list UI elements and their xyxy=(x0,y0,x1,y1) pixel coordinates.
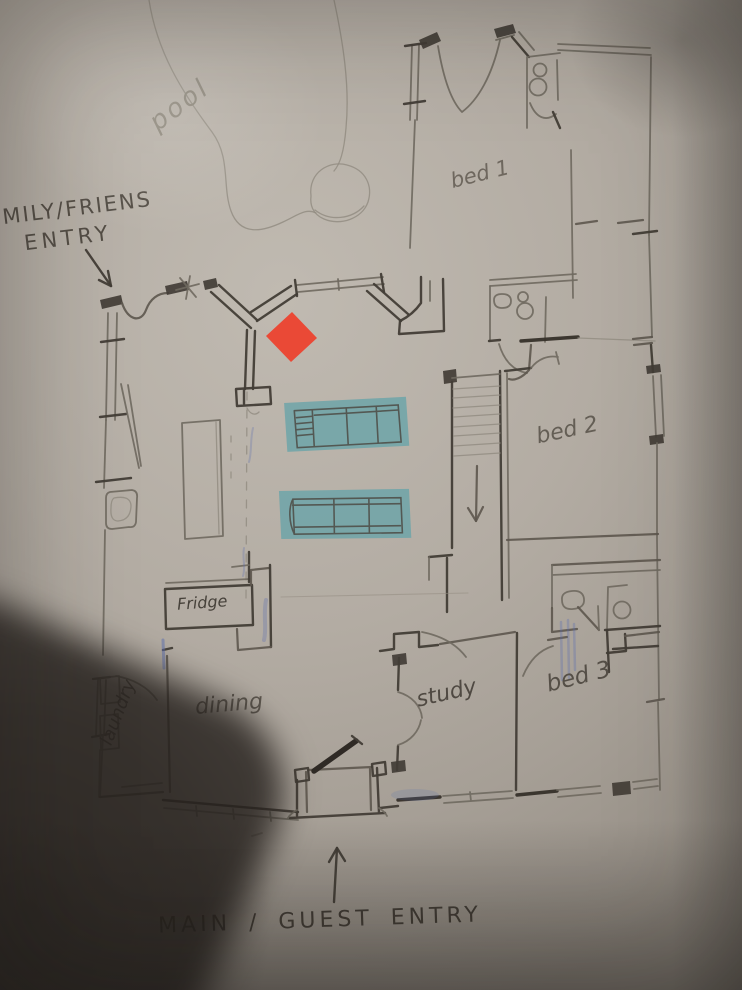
family-entry-arrow-icon xyxy=(84,248,113,288)
bed2-walls xyxy=(503,351,660,542)
red-diamond-marker xyxy=(266,312,317,362)
right-outer-wall xyxy=(631,335,666,791)
couch-highlight-1 xyxy=(284,396,410,452)
ensuite-sink-icon xyxy=(561,590,585,610)
couch-highlight-2 xyxy=(278,488,412,540)
stairs xyxy=(427,369,510,614)
study-walls xyxy=(378,630,517,804)
vestibule-walls xyxy=(203,272,446,415)
bathroom-mid xyxy=(487,273,656,381)
kitchen-island xyxy=(181,419,224,540)
family-entry-door xyxy=(100,275,200,320)
spa-circle xyxy=(310,163,371,223)
stairs-down-arrow-icon xyxy=(466,464,485,523)
bottom-shadow xyxy=(0,820,742,990)
pool-outline xyxy=(148,0,371,231)
sink-icon xyxy=(493,293,512,309)
ensuite-toilet-icon xyxy=(612,600,632,620)
top-right-shadow xyxy=(532,0,742,170)
top-left-highlight xyxy=(0,0,380,280)
bed3-walls xyxy=(514,618,661,798)
blue-pen-smear-study xyxy=(391,789,439,801)
right-edge-shadow xyxy=(672,0,742,990)
bed2-ensuite xyxy=(550,558,662,674)
toilet-icon xyxy=(517,291,529,303)
bed1-walls xyxy=(402,24,659,338)
wc-toilet-icon xyxy=(532,62,548,78)
blue-pen-smudge-bed3-door xyxy=(559,618,577,682)
